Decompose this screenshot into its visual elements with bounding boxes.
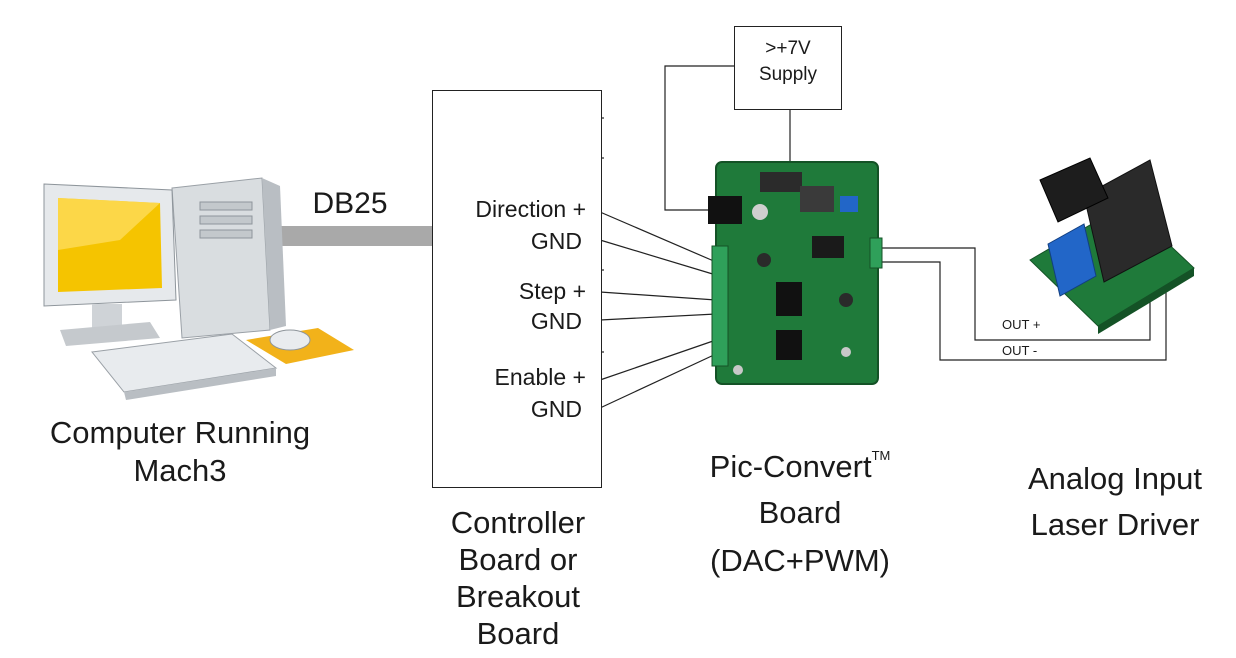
controller-caption-line4: Board (476, 616, 560, 651)
pin-gnd-2: GND (530, 308, 582, 334)
pic-convert-line3: (DAC+PWM) (710, 543, 890, 578)
signal-wires (599, 211, 717, 409)
computer-caption-line2: Mach3 (133, 453, 227, 488)
controller-caption-line3: Breakout (455, 579, 581, 614)
trademark-mark: TM (871, 447, 891, 463)
supply-wires (664, 65, 791, 211)
pic-convert-line2: Board (758, 495, 842, 530)
pin-direction-plus: Direction + (475, 196, 586, 222)
out-minus-label: OUT - (1002, 343, 1038, 358)
power-jack (708, 196, 742, 224)
mouse (269, 329, 311, 351)
output-wires (878, 247, 1167, 361)
controller-caption-line2: Board or (458, 542, 578, 577)
controller-caption-line1: Controller (450, 505, 586, 540)
supply-line2: Supply (758, 64, 818, 85)
laser-driver-terminal (1047, 223, 1097, 297)
pic-convert-name: Pic-ConvertTM (680, 448, 920, 485)
pin-enable-plus: Enable + (494, 364, 586, 390)
pin-gnd-1: GND (530, 228, 582, 254)
db25-cable (272, 226, 432, 246)
pin-step-plus: Step + (518, 278, 586, 304)
out-plus-label: OUT + (1002, 317, 1041, 332)
controller-box (432, 90, 602, 488)
laser-driver-board (1029, 157, 1195, 334)
pic-convert-board (708, 161, 883, 385)
pic-convert-title: Pic-Convert (709, 449, 872, 484)
computer-illustration (43, 177, 354, 400)
pcb-terminal-block (711, 245, 729, 367)
supply-line1: >+7V (765, 38, 811, 59)
laser-caption-line2: Laser Driver (1030, 507, 1200, 542)
pin-gnd-3: GND (530, 396, 582, 422)
laser-caption-line1: Analog Input (1027, 461, 1203, 496)
db25-label: DB25 (312, 187, 388, 220)
computer-caption-line1: Computer Running (49, 415, 311, 450)
supply-box (734, 26, 842, 110)
